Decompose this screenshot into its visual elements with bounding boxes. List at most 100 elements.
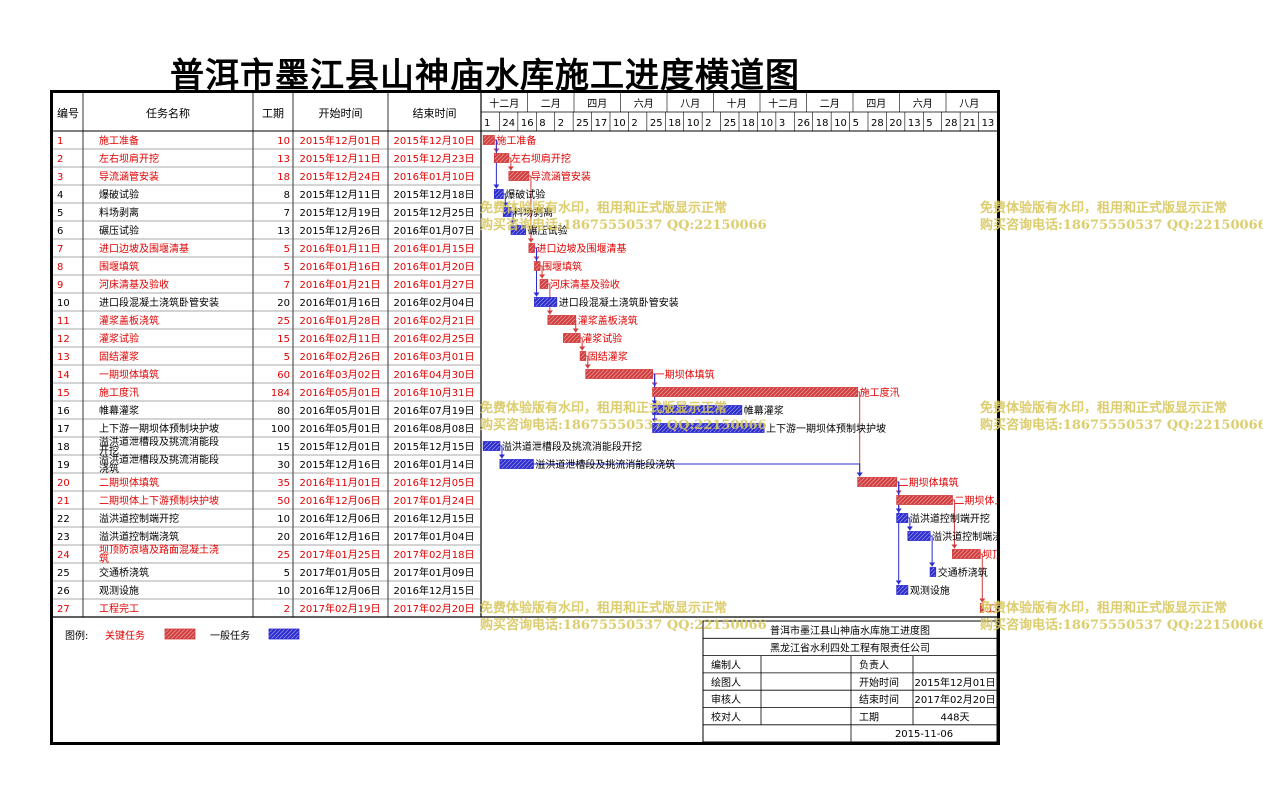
title-block-date: 2015-11-06 [895, 729, 953, 740]
task-end: 2015年12月25日 [394, 206, 475, 219]
task-id: 21 [57, 496, 70, 507]
task-start: 2015年12月01日 [300, 134, 381, 147]
task-duration: 8 [284, 190, 290, 201]
gantt-bar [534, 261, 541, 271]
watermark: 免费体验版有水印，租用和正式版显示正常购买咨询电话:18675550537 QQ… [980, 600, 1263, 634]
task-duration: 5 [284, 352, 290, 363]
day-label: 8 [539, 118, 545, 129]
task-start: 2015年12月11日 [300, 188, 381, 201]
task-id: 7 [57, 244, 63, 255]
dependency-link [534, 247, 537, 297]
watermark-line2: 购买咨询电话:18675550537 QQ:22150066 [980, 418, 1263, 433]
task-duration: 10 [277, 514, 290, 525]
task-name: 溢洪道控制端开挖 [99, 512, 179, 525]
dependency-arrow [929, 562, 936, 567]
gantt-bar-label: 进口边坡及围堰清基 [536, 242, 626, 255]
gantt-bar-label: 灌浆盖板浇筑 [578, 314, 638, 327]
task-duration: 60 [277, 370, 290, 381]
gantt-bar-label: 交通桥浇筑 [938, 566, 988, 579]
gantt-bar [652, 387, 859, 397]
dependency-arrow [856, 472, 863, 477]
day-label: 21 [963, 118, 976, 129]
task-name: 料场剥离 [99, 206, 139, 219]
task-duration: 20 [277, 532, 290, 543]
task-start: 2016年05月01日 [300, 422, 381, 435]
gantt-bar [534, 297, 558, 307]
task-end: 2016年07月19日 [394, 404, 475, 417]
gantt-bar-label: 溢洪道泄槽段及挑流消能段浇筑 [535, 458, 675, 471]
task-id: 2 [57, 154, 63, 165]
task-end: 2016年01月20日 [394, 260, 475, 273]
task-duration: 15 [277, 334, 290, 345]
task-end: 2016年10月31日 [394, 386, 475, 399]
gantt-bar-label: 上下游一期坝体预制块护坡 [766, 422, 886, 435]
day-label: 1 [484, 118, 490, 129]
task-name: 溢洪道控制端浇筑 [99, 530, 179, 543]
day-label: 24 [502, 118, 515, 129]
task-end: 2015年12月15日 [394, 440, 475, 453]
task-duration: 15 [277, 442, 290, 453]
task-duration: 13 [277, 226, 290, 237]
task-duration: 30 [277, 460, 290, 471]
gantt-bar-label: 河床清基及验收 [550, 278, 620, 291]
title-block-cell: 448天 [940, 713, 969, 724]
day-label: 25 [724, 118, 737, 129]
task-name: 溢洪道泄槽段及挑流消能段 [99, 435, 219, 448]
task-end: 2016年01月15日 [394, 242, 475, 255]
dependency-link [508, 157, 512, 171]
gantt-bar-label: 料场剥离 [513, 206, 553, 219]
task-duration: 80 [277, 406, 290, 417]
task-name: 溢洪道泄槽段及挑流消能段 [99, 453, 219, 466]
task-end: 2016年01月10日 [394, 170, 475, 183]
month-label: 四月 [587, 98, 607, 110]
watermark-line1: 免费体验版有水印，租用和正式版显示正常 [980, 401, 1228, 416]
task-duration: 10 [277, 136, 290, 147]
task-name: 一期坝体填筑 [99, 368, 159, 381]
dependency-link [580, 337, 583, 351]
task-duration: 7 [284, 280, 290, 291]
task-id: 26 [57, 586, 70, 597]
task-end: 2016年01月14日 [394, 458, 475, 471]
dependency-arrow [502, 202, 509, 207]
title-block-cell: 工期 [859, 712, 879, 724]
task-name: 上下游一期坝体预制块护坡 [99, 422, 219, 435]
title-block-cell: 审核人 [711, 693, 741, 706]
month-label: 十月 [727, 97, 747, 110]
gantt-bar [652, 405, 743, 415]
task-id: 13 [57, 352, 70, 363]
task-id: 15 [57, 388, 70, 399]
day-label: 18 [742, 118, 755, 129]
task-id: 14 [57, 370, 70, 381]
task-name: 浇筑 [99, 462, 119, 475]
gantt-bar-label: 施工度汛 [860, 386, 900, 399]
gantt-bar-label: 二期坝体填筑 [899, 476, 959, 489]
day-label: 10 [834, 118, 847, 129]
task-start: 2016年02月11日 [300, 332, 381, 345]
dependency-link [499, 445, 503, 459]
gantt-bar-label: 一期坝体填筑 [655, 368, 715, 381]
task-start: 2015年12月26日 [300, 224, 381, 237]
task-start: 2017年02月19日 [300, 602, 381, 615]
gantt-bar [896, 585, 909, 595]
gantt-bar [579, 351, 587, 361]
dependency-arrow [895, 580, 902, 585]
gantt-bar-label: 灌浆试验 [582, 332, 622, 345]
month-label: 十二月 [768, 97, 798, 110]
task-end: 2016年04月30日 [394, 368, 475, 381]
task-end: 2015年12月10日 [394, 134, 475, 147]
title-block-cell: 开始时间 [859, 676, 899, 689]
task-start: 2016年01月21日 [300, 278, 381, 291]
day-label: 18 [816, 118, 829, 129]
task-start: 2017年01月05日 [300, 566, 381, 579]
gantt-bar [482, 441, 501, 451]
dependency-link [528, 175, 532, 243]
month-label: 六月 [634, 98, 654, 110]
task-name: 固结灌浆 [99, 350, 139, 363]
legend-critical-swatch [164, 628, 196, 640]
dependency-link [494, 139, 497, 189]
task-duration: 184 [271, 388, 290, 399]
dependency-link [980, 553, 983, 603]
dependency-arrow [498, 454, 505, 459]
task-start: 2015年12月01日 [300, 440, 381, 453]
day-label: 10 [760, 118, 773, 129]
